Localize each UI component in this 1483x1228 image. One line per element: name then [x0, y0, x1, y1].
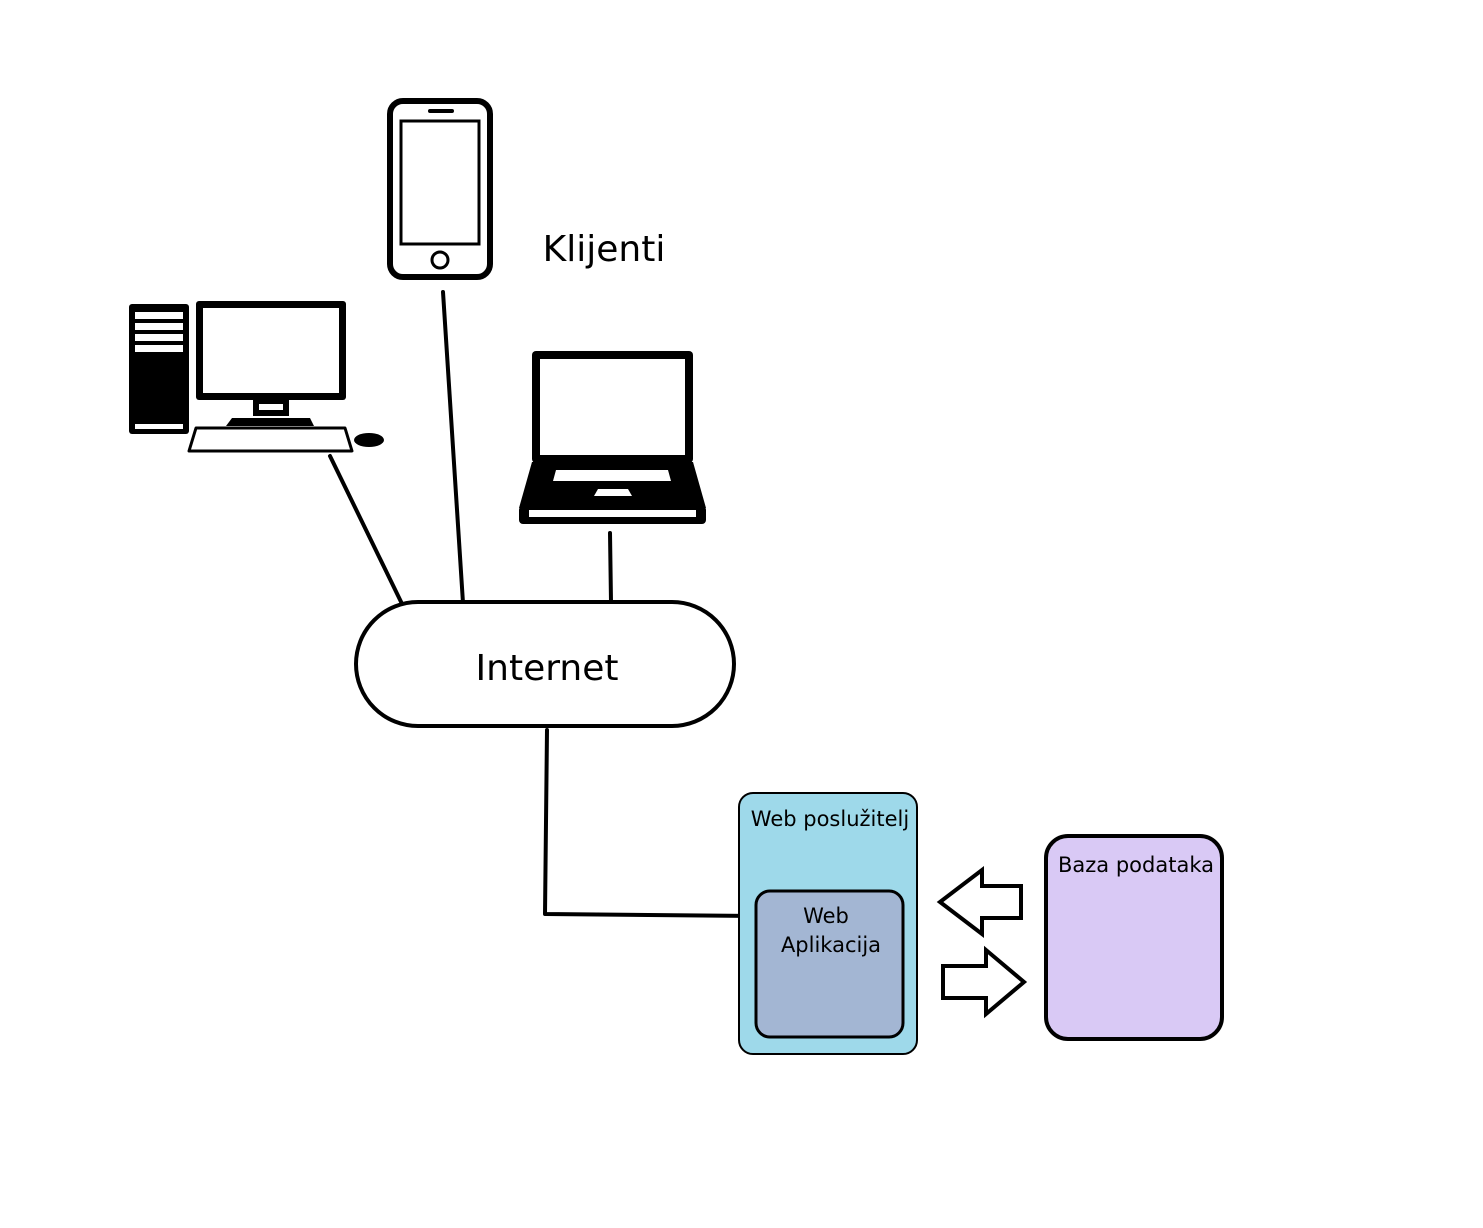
smartphone-icon — [387, 98, 493, 280]
web-server-label: Web poslužitelj — [751, 807, 909, 831]
arrow-right-icon — [941, 945, 1028, 1019]
clients-label: Klijenti — [543, 229, 666, 270]
database-label: Baza podataka — [1058, 853, 1214, 877]
web-app-label-line2: Aplikacija — [781, 933, 881, 957]
laptop-to-internet-line — [608, 531, 613, 604]
web-app-box — [754, 889, 905, 1039]
internet-cloud — [354, 600, 736, 728]
desktop-computer-icon — [129, 301, 384, 453]
connection-lines — [328, 290, 758, 918]
laptop-icon — [519, 351, 706, 524]
web-app-label-line1: Web — [803, 904, 849, 928]
arrow-left-icon — [936, 865, 1023, 939]
internet-label: Internet — [476, 648, 619, 689]
database-box — [1044, 834, 1224, 1041]
phone-to-internet-line — [441, 290, 465, 605]
desktop-to-internet-line — [328, 454, 407, 612]
internet-to-webapp-line — [543, 728, 758, 918]
